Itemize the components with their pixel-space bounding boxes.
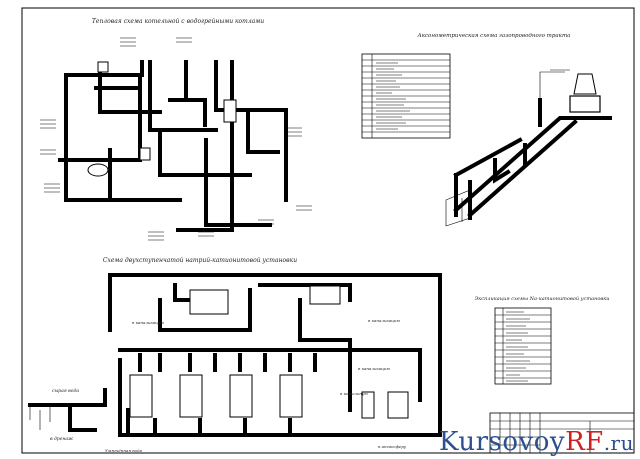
legend-table bbox=[361, 53, 451, 139]
label-softened: Умягчённая вода bbox=[105, 448, 143, 453]
heat-scheme-title: Тепловая схема котельной с водогрейными … bbox=[92, 18, 264, 25]
watermark-part-2: RF bbox=[565, 427, 604, 457]
axonometric-title: Аксонометрическая схема газопроводного т… bbox=[417, 33, 571, 39]
cation-filter-3 bbox=[229, 374, 253, 418]
brine-tank bbox=[309, 285, 341, 305]
boiler-block bbox=[139, 147, 151, 161]
spec-title: Экспликация схемы Na-катионитовой устано… bbox=[474, 296, 609, 302]
cation-filter-4 bbox=[279, 374, 303, 418]
heat-scheme-diagram bbox=[40, 37, 312, 241]
label-source-water: сырая вода bbox=[52, 388, 79, 394]
axonometric-diagram bbox=[445, 69, 612, 227]
water-treatment-diagram bbox=[28, 273, 442, 437]
pump-block bbox=[97, 61, 109, 73]
cation-filter-1 bbox=[129, 374, 153, 418]
cation-filter-2 bbox=[179, 374, 203, 418]
softened-water-tank-2 bbox=[387, 391, 409, 419]
softened-water-tank-1 bbox=[361, 391, 375, 419]
watermark-part-3: .ru bbox=[603, 431, 634, 455]
flow-labels: сырая вода в дренаж Умягчённая вода в ка… bbox=[50, 318, 407, 453]
boiler-vessel bbox=[573, 73, 597, 95]
heat-exchanger-block bbox=[223, 99, 237, 123]
label-drain: в дренаж bbox=[50, 436, 74, 442]
label-sewer-left: в канализацию bbox=[132, 320, 164, 325]
label-consumer: в атмосферу bbox=[378, 444, 407, 449]
label-sewer-right: в канализацию bbox=[358, 366, 390, 371]
label-to-heat: в котельную bbox=[340, 391, 368, 396]
label-sewer-upper: в канализацию bbox=[368, 318, 400, 323]
deaerator-tank bbox=[87, 163, 109, 177]
title-block bbox=[489, 412, 635, 454]
salt-dissolver bbox=[189, 289, 229, 315]
watermark-logo: KursovoyRF.ru bbox=[439, 427, 634, 457]
spec-table bbox=[494, 307, 552, 385]
vessel-base bbox=[569, 95, 601, 113]
sheet-border bbox=[21, 7, 635, 454]
water-treatment-title: Схема двухступенчатой натрий-катионитово… bbox=[103, 257, 297, 264]
watermark-part-1: Kursovoy bbox=[439, 427, 566, 457]
